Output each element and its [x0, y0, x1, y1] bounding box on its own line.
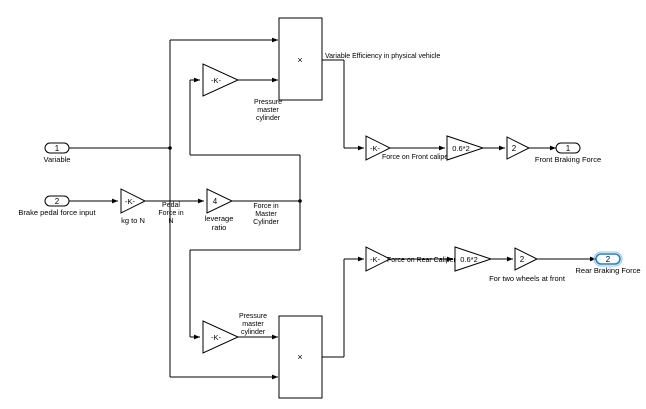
gain-front-caliper-label: Force on Front caliper — [382, 154, 451, 161]
gain-kg-to-n-label: kg to N — [121, 216, 145, 225]
signal-label-variable-efficiency: Variable Efficiency in physical vehicle — [325, 53, 440, 60]
outport-1-label: Front Braking Force — [535, 155, 601, 164]
product-bottom-symbol: × — [297, 352, 302, 362]
gain-leverage-value: 4 — [213, 197, 218, 206]
product-bottom[interactable]: × — [278, 315, 323, 399]
gain-front-eff[interactable]: 0.6*2 — [446, 135, 485, 161]
gain-rear-two-value: 2 — [520, 255, 525, 264]
outport-2[interactable]: 2 — [593, 251, 623, 267]
signal-label-pedal-force-1: Pedal — [162, 202, 180, 209]
gain-front-caliper-value: -K- — [370, 144, 381, 153]
gain-front-two-value: 2 — [512, 144, 517, 153]
gain-rear-two-label: For two wheels at front — [489, 274, 566, 283]
gain-pmc-bottom-value: -K- — [211, 333, 222, 342]
inport-1[interactable]: 1 — [44, 142, 70, 154]
outport-2-number: 2 — [606, 255, 611, 264]
product-top[interactable]: × — [278, 17, 323, 101]
gain-front-eff-value: 0.6*2 — [452, 144, 470, 153]
signal-label-pedal-force-3: N — [168, 218, 173, 225]
inport-2-label: Brake pedal force input — [18, 208, 96, 217]
gain-pmc-bottom-label-3: cylinder — [241, 329, 266, 336]
signal-label-force-mc-3: Cylinder — [253, 219, 279, 226]
gain-rear-two[interactable]: 2 — [514, 247, 539, 271]
gain-pmc-top[interactable]: -K- — [202, 63, 240, 97]
branch-point-force — [298, 199, 302, 203]
gain-kg-to-n-value: -K- — [125, 197, 136, 206]
branch-point-variable — [168, 146, 172, 150]
signal-label-force-mc-1: Force in — [253, 203, 278, 210]
gain-rear-caliper-label: Force on Rear Caliper — [387, 257, 457, 264]
gain-pmc-top-label-1: Pressure — [254, 99, 282, 106]
product-top-symbol: × — [297, 55, 302, 65]
gain-leverage-label-2: ratio — [212, 223, 227, 232]
outport-1[interactable]: 1 — [555, 142, 581, 154]
signal-lines — [69, 37, 596, 380]
gain-leverage-label-1: leverage — [205, 214, 234, 223]
gain-rear-caliper-value: -K- — [370, 255, 381, 264]
gain-pmc-top-label-2: master — [257, 107, 279, 114]
gain-rear-eff[interactable]: 0.6*2 — [454, 246, 493, 272]
signal-label-force-mc-2: Master — [255, 211, 277, 218]
gain-pmc-bottom-label-1: Pressure — [239, 313, 267, 320]
inport-1-number: 1 — [55, 144, 60, 153]
gain-pmc-top-value: -K- — [211, 76, 222, 85]
gain-pmc-top-label-3: cylinder — [256, 115, 281, 122]
outport-2-label: Rear Braking Force — [575, 266, 640, 275]
gain-front-two[interactable]: 2 — [506, 136, 531, 160]
gain-pmc-bottom-label-2: master — [242, 321, 264, 328]
signal-label-pedal-force-2: Force in — [158, 210, 183, 217]
gain-rear-caliper[interactable]: -K- — [365, 246, 392, 272]
gain-front-caliper[interactable]: -K- — [365, 135, 392, 161]
gain-pmc-bottom[interactable]: -K- — [202, 320, 240, 354]
inport-2-number: 2 — [55, 197, 60, 206]
gain-rear-eff-value: 0.6*2 — [460, 255, 478, 264]
inport-1-label: Variable — [44, 155, 71, 164]
gain-leverage[interactable]: 4 — [206, 188, 234, 214]
gain-kg-to-n[interactable]: -K- — [120, 188, 147, 214]
inport-2[interactable]: 2 — [44, 195, 70, 207]
outport-1-number: 1 — [566, 144, 571, 153]
